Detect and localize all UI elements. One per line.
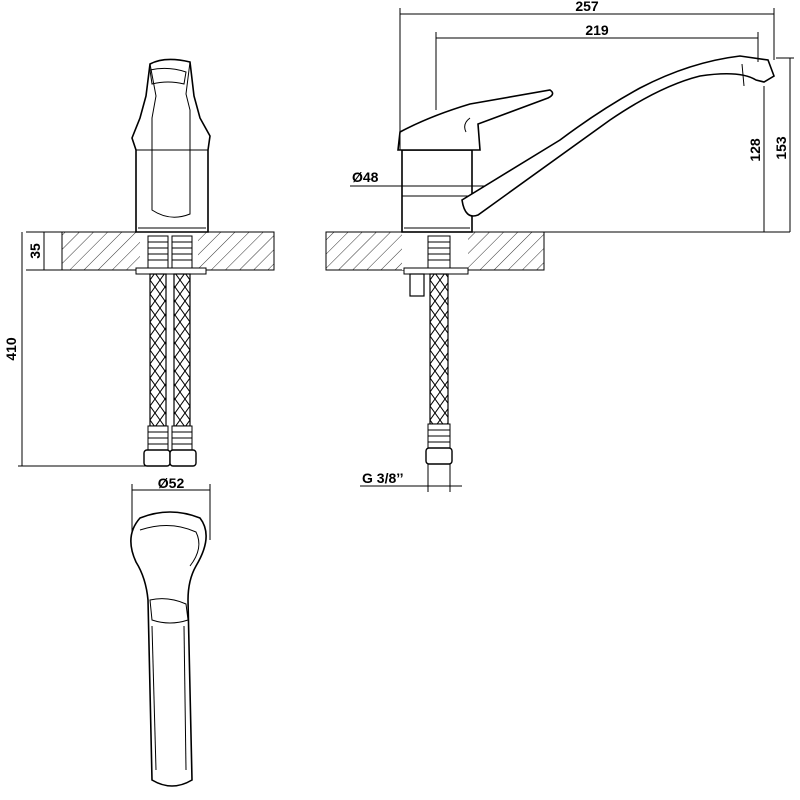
deck-thickness-dimension: 35 (26, 231, 62, 271)
front-hoses (135, 235, 207, 467)
spout-reach-dimension: 219 (435, 22, 759, 110)
base-diameter-label: Ø52 (158, 475, 185, 491)
total-reach-label: 257 (575, 0, 599, 14)
total-reach-dimension: 257 (399, 0, 775, 150)
side-view: 257 219 128 153 Ø48 G (325, 0, 794, 492)
total-height-label: 153 (773, 136, 789, 160)
side-lever-handle (397, 89, 554, 151)
side-faucet-body (401, 149, 473, 233)
height-dimensions: 128 153 (472, 57, 794, 233)
spout-height-label: 128 (747, 138, 763, 162)
top-view: Ø52 (130, 475, 211, 787)
deck-thickness-label: 35 (27, 243, 43, 259)
front-view: 35 410 (3, 58, 275, 467)
thread-label: G 3/8’’ (362, 470, 404, 486)
front-faucet-body (131, 58, 211, 233)
side-hoses (403, 235, 469, 465)
hose-length-label: 410 (3, 337, 19, 361)
thread-dimension: G 3/8’’ (360, 464, 462, 492)
body-diameter-dimension: Ø48 (350, 169, 484, 187)
top-spout-outline (130, 511, 207, 787)
hose-length-dimension: 410 (3, 232, 146, 467)
side-spout (461, 55, 775, 217)
spout-reach-label: 219 (585, 22, 609, 38)
body-diameter-label: Ø48 (352, 169, 379, 185)
